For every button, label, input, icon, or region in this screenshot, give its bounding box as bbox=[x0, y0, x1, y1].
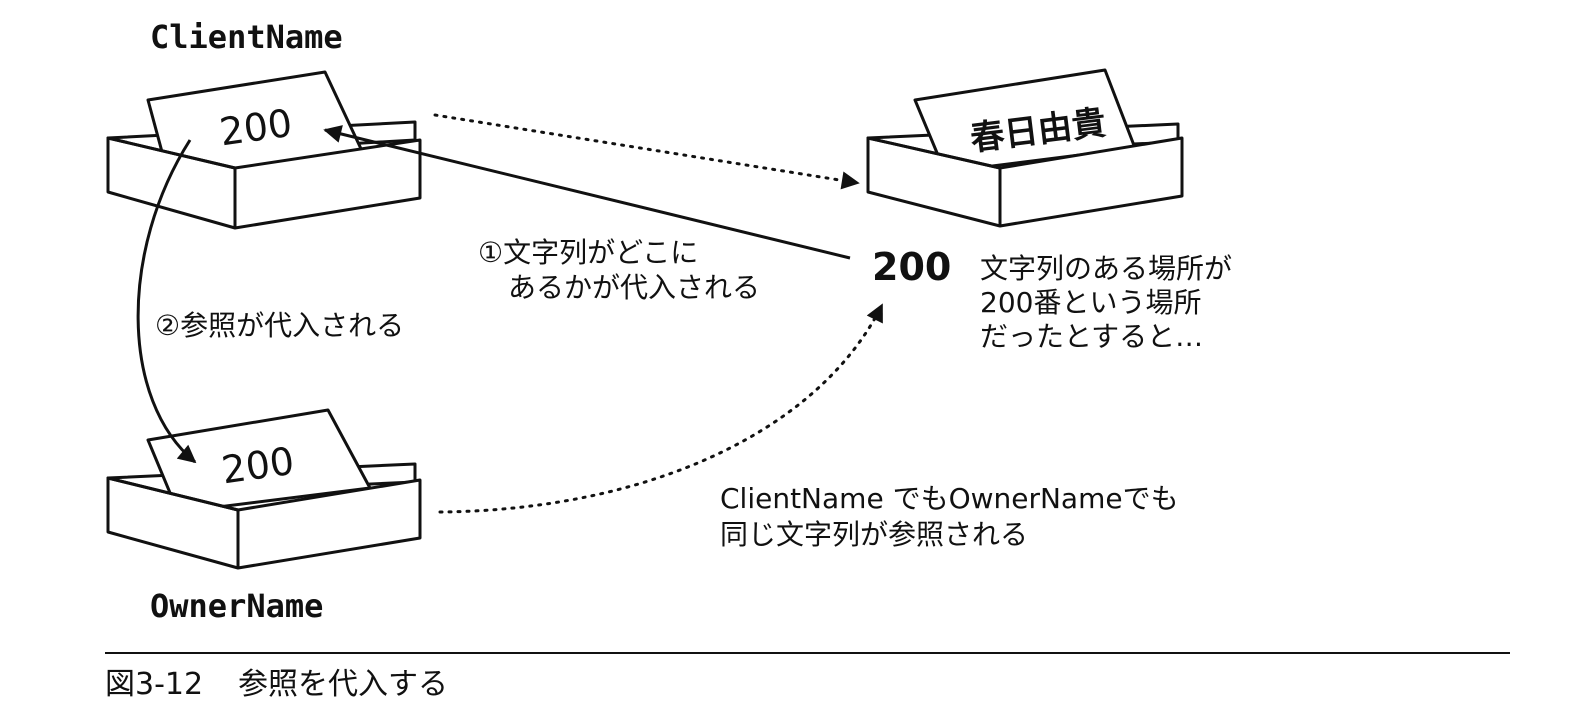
copy-reference-arrow bbox=[136, 139, 197, 464]
client-points-dotted-arrow bbox=[433, 113, 860, 190]
address-label: 200 bbox=[872, 245, 951, 289]
figure-number: 図3-12 bbox=[105, 667, 203, 702]
owner-box bbox=[106, 408, 422, 570]
svg-text:ClientName でもOwnerNameでも: ClientName でもOwnerNameでも bbox=[720, 482, 1179, 515]
step1-note: ①文字列がどこに あるかが代入される bbox=[478, 236, 760, 304]
svg-text:①文字列がどこに: ①文字列がどこに bbox=[478, 236, 698, 269]
client-var-name: ClientName bbox=[150, 18, 343, 56]
step2-note: ②参照が代入される bbox=[155, 309, 404, 342]
owner-value: 200 bbox=[219, 439, 297, 493]
figure-title: 参照を代入する bbox=[238, 667, 448, 702]
svg-text:あるかが代入される: あるかが代入される bbox=[508, 271, 760, 304]
client-box bbox=[106, 70, 422, 230]
client-value: 200 bbox=[217, 101, 295, 155]
shared-note: ClientName でもOwnerNameでも 同じ文字列が参照される bbox=[720, 482, 1179, 551]
assign-address-arrow bbox=[323, 125, 851, 260]
svg-text:文字列のある場所が: 文字列のある場所が bbox=[980, 252, 1232, 285]
address-note: 文字列のある場所が 200番という場所 だったとすると… bbox=[980, 252, 1232, 353]
owner-points-dotted-arrow bbox=[438, 303, 884, 514]
string-box bbox=[866, 68, 1184, 228]
svg-text:同じ文字列が参照される: 同じ文字列が参照される bbox=[720, 518, 1028, 551]
svg-text:200番という場所: 200番という場所 bbox=[980, 286, 1201, 319]
owner-var-name: OwnerName bbox=[150, 587, 323, 625]
svg-text:だったとすると…: だったとすると… bbox=[980, 320, 1203, 353]
